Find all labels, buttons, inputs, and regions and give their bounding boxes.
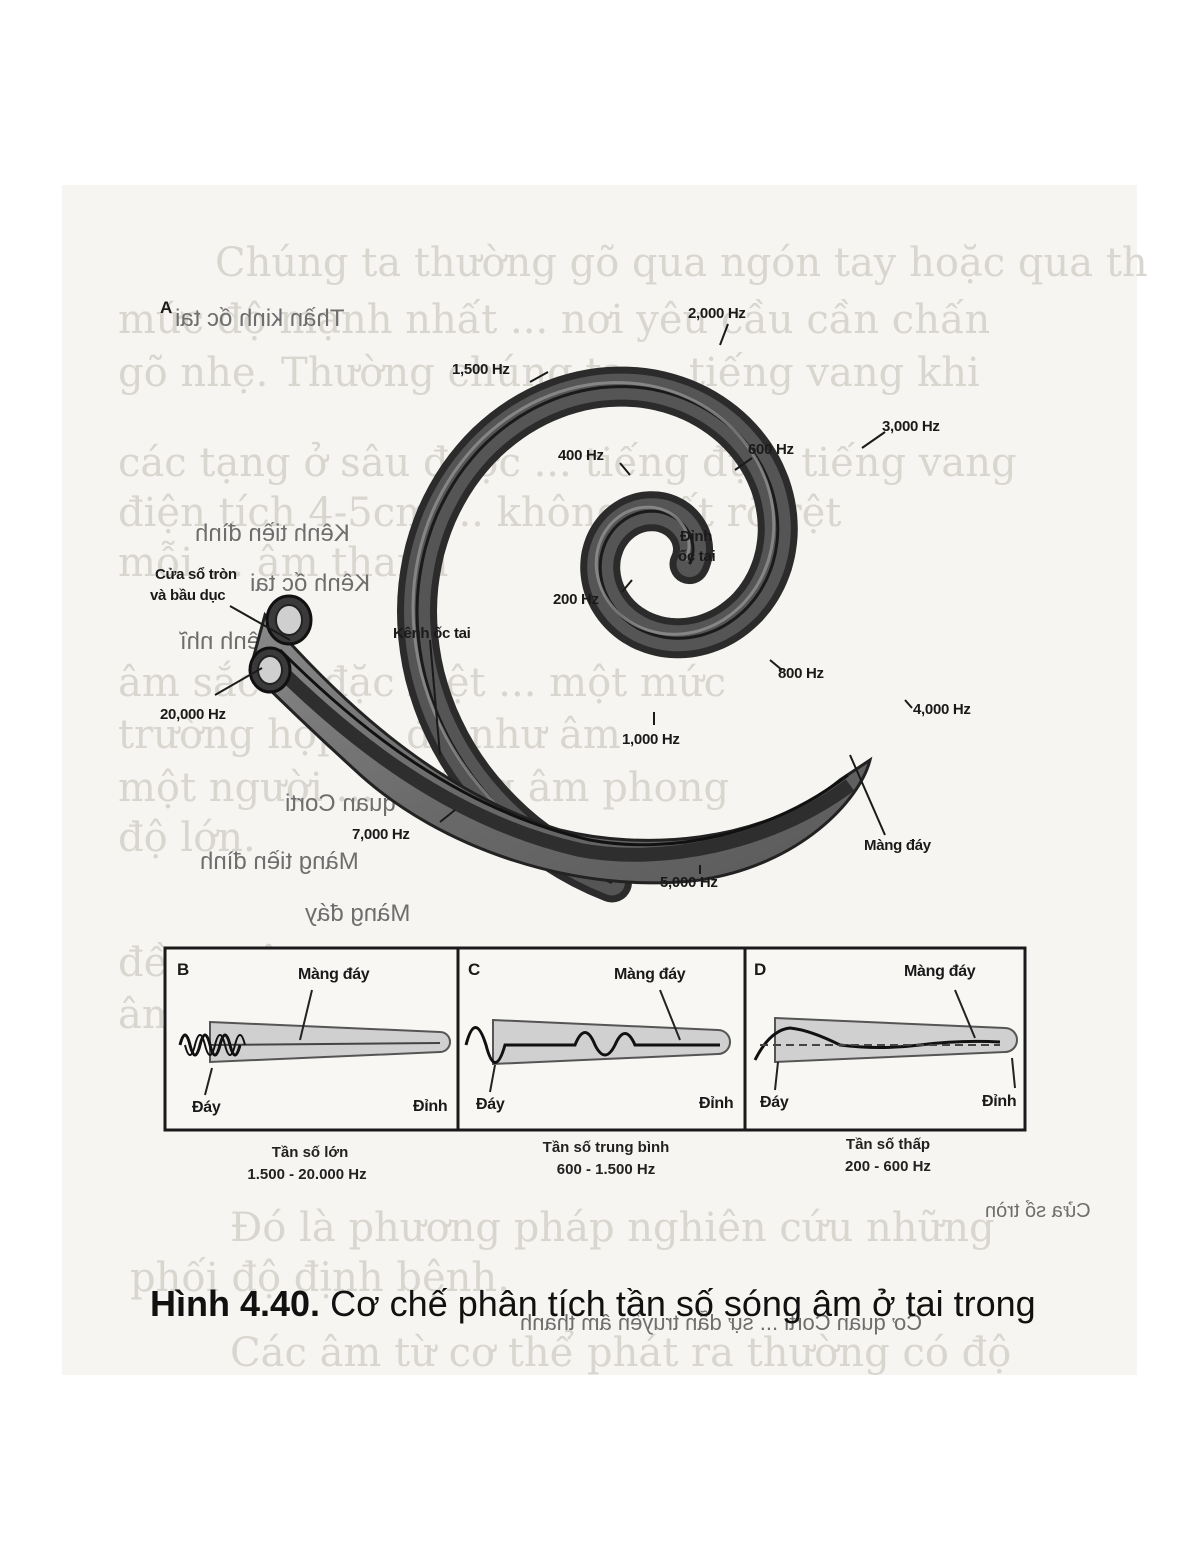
leader-line [529,371,549,383]
leader-line [489,1064,496,1093]
ghost-line: điện tích 4-5cm ... không biết rõ rệt [118,490,842,536]
panel-c-freq-name: Tần số trung bình [542,1139,670,1156]
leader-line [429,639,441,756]
panel-c-apex-label: Đỉnh [699,1095,734,1112]
membrane-line [209,1042,441,1046]
cochlea-base-tube-inner [265,655,855,862]
leader-line [214,667,263,696]
leader-line [849,754,886,836]
panel-b-letter: B [177,960,190,979]
leader-line [621,579,633,593]
leader-line [774,1061,779,1091]
round-window-inner [257,655,283,685]
membrane-tube [492,1018,731,1066]
leader-line [204,1067,213,1096]
panel-d-membrane-label: Màng đáy [904,963,976,980]
leader-line [861,431,886,449]
panel-d-freq-range: 200 - 600 Hz [845,1158,931,1175]
leader-line [904,699,913,709]
panel-c-freq-range: 600 - 1.500 Hz [556,1161,656,1178]
ghost-line: Chúng ta thường gõ qua ngón tay hoặc qua… [215,240,1148,286]
label-4000hz: 4,000 Hz [913,701,971,718]
label-windows-2: và bầu dục [150,587,226,604]
panel-b-freq-range: 1.500 - 20.000 Hz [247,1166,367,1183]
oval-window-inner [275,604,303,636]
panel-c-letter: C [468,960,481,979]
panel-b-base-label: Đáy [192,1099,221,1116]
label-2000hz: 2,000 Hz [688,305,746,322]
label-200hz: 200 Hz [553,591,599,608]
panel-c-membrane-label: Màng đáy [614,966,686,983]
label-cochlea-apex-1: Đỉnh [680,528,713,545]
label-600hz: 600 Hz [748,441,794,458]
high-frequency-wave [184,1034,246,1056]
leader-line [619,462,631,476]
label-windows-1: Cửa sổ tròn [155,566,237,583]
figure-number: Hình 4.40. [150,1283,321,1324]
mid-frequency-wave [464,1026,720,1064]
label-cochlea-apex-2: ốc tai [678,548,716,565]
label-basilar-membrane: Màng đáy [864,837,931,854]
membrane-tube [774,1016,1018,1064]
label-3000hz: 3,000 Hz [882,418,940,435]
basilar-membrane-line [415,385,780,884]
cochlea-base-tube-line [278,648,849,847]
cochlea-spiral-highlight [411,381,776,880]
panel-b-drawing [178,989,451,1096]
panel-d-apex-label: Đỉnh [982,1093,1017,1110]
membrane-tube [209,1020,451,1064]
leader-line [734,457,753,471]
panel-b-freq-name: Tần số lớn [271,1144,349,1161]
leader-line [719,323,729,346]
label-400hz: 400 Hz [558,447,604,464]
ghost-line: mỗi ... âm thanh [118,540,449,586]
leader-line [659,989,681,1041]
ghost-line: Các âm từ cơ thể phát ra thường có độ [230,1330,1012,1376]
label-5000hz: 5,000 Hz [660,874,718,891]
figure-caption: Hình 4.40. Cơ chế phân tích tần số sóng … [150,1283,1036,1325]
panel-d-freq-name: Tần số thấp [845,1136,931,1153]
panel-d-base-label: Đáy [760,1094,789,1111]
leader-line [769,659,783,671]
panel-d-drawing [753,989,1018,1091]
ghost-line: mức độ mạnh nhất ... nơi yêu cầu cần chấ… [118,297,991,343]
label-cochlear-duct: Kênh ốc tai [393,625,471,642]
label-800hz: 800 Hz [778,665,824,682]
panel-c-drawing [464,989,731,1093]
leader-line [954,989,976,1039]
leader-lines [214,323,913,874]
label-1500hz: 1,500 Hz [452,361,510,378]
leader-line [439,809,456,823]
panel-c-base-label: Đáy [476,1096,505,1113]
ghost-line: Đó là phương pháp nghiên cứu những [230,1205,995,1251]
ghost-line: độ lớn. [118,815,256,861]
panel-b-apex-label: Đỉnh [413,1098,448,1115]
ghost-line: các tạng ở sâu được ... tiếng đục, tiếng… [118,440,1017,486]
panel-d-letter: D [754,960,767,979]
figure-title: Cơ chế phân tích tần số sóng âm ở tai tr… [320,1283,1036,1324]
label-1000hz: 1,000 Hz [622,731,680,748]
high-frequency-wave [178,1033,242,1057]
label-20000hz: 20,000 Hz [160,706,226,723]
leader-line [1011,1057,1016,1089]
label-7000hz: 7,000 Hz [352,826,410,843]
panel-b-membrane-label: Màng đáy [298,966,370,983]
ghost-line: phối độ định bệnh. [130,1255,510,1301]
panel-a-letter: A [160,298,173,317]
leader-line [229,605,291,641]
leader-line [299,989,313,1041]
